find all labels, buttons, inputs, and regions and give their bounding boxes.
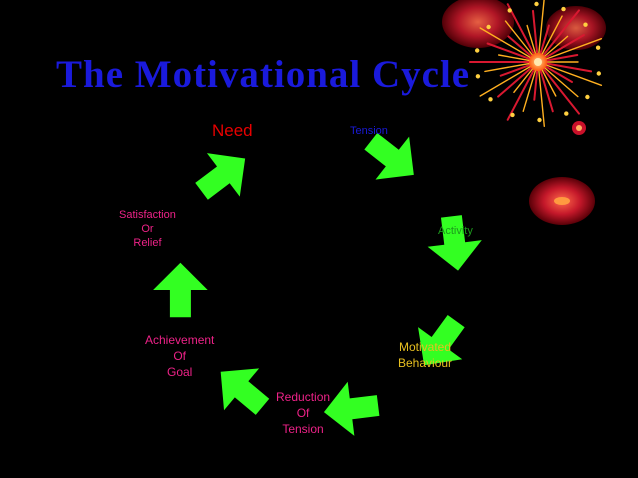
firework-spark bbox=[475, 48, 480, 53]
firework-spark bbox=[585, 94, 590, 100]
firework-strand bbox=[537, 61, 603, 87]
stage-satisfaction-line-2: Or bbox=[141, 223, 154, 235]
firework-strand bbox=[537, 61, 580, 115]
stage-tension: Tension bbox=[350, 123, 388, 139]
stage-satisfaction-line-3: Relief bbox=[133, 237, 162, 249]
cycle-arrow-icon bbox=[364, 133, 414, 180]
firework-spark bbox=[510, 112, 515, 118]
firework-bud-icon bbox=[572, 121, 586, 135]
stage-achievement-line-3: Goal bbox=[167, 365, 193, 379]
firework-strand bbox=[537, 0, 545, 63]
firework-small-icon bbox=[529, 177, 595, 225]
stage-achievement-line-2: Of bbox=[173, 349, 187, 363]
cycle-arrow-icon bbox=[323, 381, 380, 436]
cycle-arrow-icon bbox=[195, 153, 246, 200]
firework-strand bbox=[479, 61, 539, 97]
stage-tension-line: Tension bbox=[350, 125, 388, 137]
stage-reduction-line-1: Reduction bbox=[276, 390, 331, 404]
firework-strand bbox=[506, 61, 539, 121]
firework-strand bbox=[537, 9, 580, 63]
firework-spark bbox=[486, 24, 491, 30]
firework-spark bbox=[475, 74, 481, 79]
stage-need: Need bbox=[212, 120, 253, 142]
firework-spark bbox=[534, 1, 539, 7]
stage-activity: Activity bbox=[438, 223, 473, 239]
firework-large-icon bbox=[442, 0, 606, 128]
stage-satisfaction-or-relief: Satisfaction Or Relief bbox=[119, 208, 176, 250]
stage-achievement-line-1: Achievement bbox=[145, 333, 215, 347]
cycle-arrow-icon bbox=[418, 314, 465, 366]
slide-title: The Motivational Cycle bbox=[56, 53, 471, 96]
stage-reduction-line-2: Of bbox=[296, 406, 310, 420]
stage-achievement-of-goal: Achievement Of Goal bbox=[145, 332, 214, 380]
firework-spark bbox=[561, 6, 566, 12]
firework-strand bbox=[479, 27, 539, 63]
firework-strand bbox=[506, 3, 539, 63]
firework-spark bbox=[583, 22, 588, 27]
firework-spark bbox=[596, 71, 601, 76]
stage-satisfaction-line-1: Satisfaction bbox=[119, 209, 176, 221]
stage-need-line: Need bbox=[212, 121, 253, 140]
stage-reduction-of-tension: Reduction Of Tension bbox=[276, 389, 330, 437]
firework-strand bbox=[537, 38, 603, 63]
firework-spark bbox=[507, 8, 512, 13]
firework-spark bbox=[595, 45, 601, 50]
stage-motivated-line-1: Motivated bbox=[399, 340, 452, 354]
stage-motivated-behaviour: Motivated Behaviour bbox=[398, 339, 452, 371]
stage-reduction-line-3: Tension bbox=[282, 422, 324, 436]
cycle-arrow-icon bbox=[220, 368, 270, 415]
stage-activity-line: Activity bbox=[438, 225, 473, 237]
firework-spark bbox=[537, 117, 542, 123]
firework-spark bbox=[488, 97, 493, 102]
firework-spark bbox=[564, 111, 569, 116]
stage-motivated-line-2: Behaviour bbox=[398, 356, 453, 370]
cycle-arrow-icon bbox=[427, 215, 482, 271]
firework-strand bbox=[537, 61, 545, 128]
